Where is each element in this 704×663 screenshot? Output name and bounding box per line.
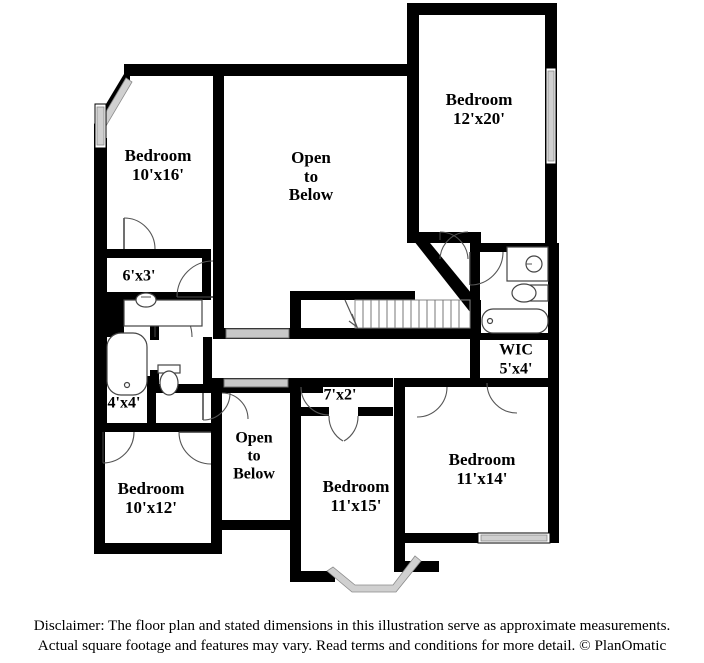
label-bedroom-12x20-name: Bedroom (446, 90, 513, 109)
bay-window-bed11x15 (326, 555, 422, 593)
stair-treads (362, 300, 460, 328)
railing-open-to-below-lower (223, 378, 289, 388)
door-right-bathroom (469, 251, 504, 286)
label-bedroom-11x14-dim: 11'x14' (456, 469, 507, 488)
wall-stair-angled (410, 232, 481, 312)
door-bedroom-11x14 (416, 386, 448, 418)
sink-left-upper (123, 292, 203, 327)
label-bedroom-10x16-name: Bedroom (125, 146, 192, 165)
wall-bath-right-div (203, 337, 212, 393)
windows-layer (94, 67, 557, 593)
wall-12x20-left (407, 3, 419, 243)
wall-top-main (124, 64, 419, 76)
window-bottom-bed11x14 (477, 532, 551, 544)
label-open-to-below-upper-l3: Below (289, 185, 334, 204)
label-open-to-below-lower-l3: Below (233, 466, 275, 483)
wall-stair-top (290, 291, 415, 300)
door-bedroom-10x16 (176, 260, 214, 298)
disclaimer-line-2: Actual square footage and features may v… (37, 637, 667, 655)
fixtures-layer (106, 246, 549, 396)
wall-bed11x15-right (394, 387, 405, 572)
wall-closet7x2-bot-r (358, 407, 393, 416)
label-bedroom-11x15-dim: 11'x15' (330, 496, 381, 515)
label-bedroom-11x14-name: Bedroom (449, 450, 516, 469)
label-bedroom-10x12-dim: 10'x12' (125, 498, 177, 517)
disclaimer-line-1: Disclaimer: The floor plan and stated di… (33, 617, 671, 634)
label-open-to-below-lower-l2: to (247, 448, 260, 465)
wall-bed11x15-left (290, 520, 301, 582)
toilet-right (511, 283, 549, 303)
wall-div-bed1-open (213, 70, 224, 336)
wall-chase-block (94, 292, 124, 337)
door-bedroom-11x15 (300, 386, 330, 416)
wall-rbath-right (548, 243, 559, 383)
staircase (344, 299, 471, 329)
wall-open2-bottom (211, 520, 301, 530)
disclaimer-text: Disclaimer: The floor plan and stated di… (0, 616, 704, 656)
wall-closet7x2-top (301, 378, 393, 387)
label-bedroom-10x12-name: Bedroom (118, 479, 185, 498)
floor-plan-drawing: Bedroom 10'x16' Open to Below Bedroom 12… (94, 3, 559, 593)
door-hall-to-bed11x15 (221, 392, 249, 420)
door-wic (486, 382, 518, 414)
railing-open-to-below (225, 328, 290, 339)
label-bedroom-10x16-dim: 10'x16' (132, 165, 184, 184)
label-open-to-below-upper-l2: to (304, 167, 318, 186)
wall-stub-topright (394, 64, 419, 76)
wall-bath-bottom-div (150, 384, 212, 393)
door-closet-7x2-left (328, 415, 344, 442)
door-closet-6x3 (123, 217, 156, 250)
wall-stair-right (470, 300, 481, 340)
toilet-left (157, 364, 181, 396)
stair-direction-arrow (344, 299, 359, 329)
door-left-wc (202, 392, 231, 421)
label-bedroom-12x20-dim: 12'x20' (453, 109, 505, 128)
label-open-to-below-lower-l1: Open (235, 430, 272, 447)
label-open-to-below-upper-l1: Open (291, 148, 331, 167)
wall-open2-left (211, 378, 222, 528)
wall-closet4x4-right (147, 376, 156, 430)
label-closet-6x3-dim: 6'x3' (123, 268, 156, 285)
wall-stair-left (290, 291, 301, 339)
wall-hall-bottom (203, 384, 323, 393)
wall-open2-right (290, 378, 301, 528)
sink-right (506, 246, 549, 282)
label-wic-dim: 5'x4' (500, 361, 533, 378)
label-wic-name: WIC (499, 342, 533, 359)
window-right-bed12x20 (545, 67, 557, 165)
room-labels-layer: Bedroom 10'x16' Open to Below Bedroom 12… (108, 90, 533, 517)
wall-closet6x3-right (202, 249, 211, 297)
bathtub-right (481, 308, 549, 334)
door-bedroom-12x20-right (439, 231, 469, 260)
wall-stair-bottom (213, 328, 481, 339)
label-closet-4x4-dim: 4'x4' (108, 395, 141, 412)
door-bedroom-10x12 (178, 431, 212, 465)
wall-bed11x14-right (548, 378, 559, 543)
wall-bed10x12-bottom (94, 543, 222, 554)
label-bedroom-11x15-name: Bedroom (323, 477, 390, 496)
wall-left-upper (94, 138, 107, 336)
door-closet-4x4 (102, 431, 135, 464)
wall-top-right (407, 3, 557, 15)
bathtub-left (106, 332, 148, 396)
window-left-bed10x16 (94, 103, 107, 149)
wall-closet4x4-bottom (94, 423, 214, 432)
wall-closet6x3-top (94, 249, 211, 258)
label-closet-7x2-dim: 7'x2' (324, 387, 357, 404)
wall-bed10x12-left (94, 423, 105, 553)
wall-wic-top (470, 333, 559, 340)
wall-closet4x4-left (94, 380, 103, 430)
wall-bed11x15-bl (290, 571, 335, 582)
wall-12x20-bottom-right (419, 232, 481, 243)
door-closet-7x2-right (343, 415, 359, 442)
door-bedroom-12x20-left (439, 231, 469, 260)
